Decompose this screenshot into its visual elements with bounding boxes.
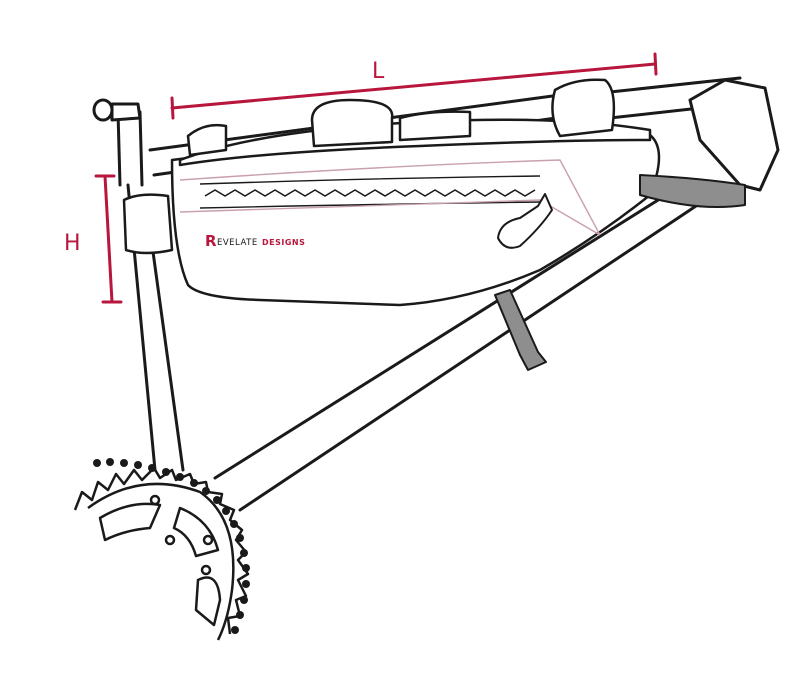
down-tube-strap: [494, 289, 547, 371]
logo-text: EVELATE: [217, 238, 258, 248]
length-tick-left: [170, 96, 175, 120]
logo-mark: R: [205, 232, 217, 250]
zipper-track-top: [199, 175, 541, 185]
seat-tube-strap: [122, 193, 174, 255]
height-label: H: [64, 231, 81, 256]
head-tube-strap: [639, 174, 746, 209]
zipper-track-bottom: [199, 201, 541, 209]
length-label: L: [372, 59, 385, 84]
velcro-strap-1: [186, 123, 228, 157]
velcro-strap-3: [398, 110, 472, 142]
chainring-bolt-3: [202, 534, 214, 546]
chain: [93, 458, 250, 634]
velcro-strap-2: [310, 98, 394, 148]
chainring: [73, 466, 250, 641]
chainring-cutout-1: [98, 502, 162, 542]
down-tube: [213, 178, 707, 512]
chainring-bolt-1: [149, 494, 161, 506]
head-tube: [688, 78, 780, 192]
chainring-cutout-3: [194, 576, 222, 627]
chainring-bolt-2: [164, 534, 176, 546]
seat-clamp: [92, 98, 114, 122]
bag-panel-seam: [179, 159, 601, 236]
frame-bag: [122, 78, 746, 371]
velcro-strap-4: [551, 78, 616, 138]
length-line: [170, 62, 657, 110]
bag-zipper: [204, 189, 536, 197]
seat-post: [116, 110, 144, 187]
length-tick-right: [653, 52, 658, 76]
chainring-bolt-4: [200, 564, 212, 576]
zipper-pull: [497, 193, 553, 249]
height-line: [103, 174, 114, 304]
height-dimension: [94, 174, 123, 304]
seat-clamp-bolt: [110, 102, 142, 122]
logo-suffix: DESIGNS: [262, 238, 305, 247]
brand-logo: R EVELATE DESIGNS: [205, 232, 305, 250]
chainring-teeth: [73, 466, 250, 635]
length-dimension: [170, 52, 658, 120]
